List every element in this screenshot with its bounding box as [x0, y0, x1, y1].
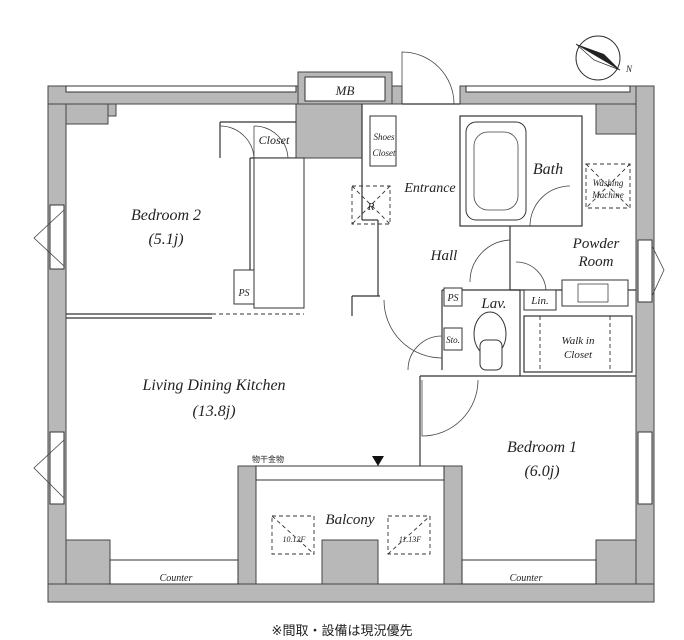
r-mark-label: R — [367, 201, 375, 213]
walkin-label-2: Closet — [564, 349, 593, 361]
bedroom1-size-label: (6.0j) — [524, 463, 559, 480]
sto-label: Sto. — [446, 335, 460, 345]
windows — [33, 85, 665, 505]
laundry-hardware-label: 物干金物 — [252, 454, 284, 464]
powder-label-2: Room — [578, 254, 614, 270]
footer-note: ※間取・設備は現況優先 — [271, 624, 413, 639]
lav-label: Lav. — [480, 296, 506, 312]
bedroom2-name-label: Bedroom 2 — [131, 207, 201, 224]
bath-label: Bath — [533, 161, 563, 178]
interior-walls — [66, 51, 636, 585]
bedroom1-name-label: Bedroom 1 — [507, 439, 577, 456]
balcony-label: Balcony — [325, 512, 374, 528]
bedroom2-size-label: (5.1j) — [148, 231, 183, 248]
washing-label-1: Washing — [593, 178, 624, 188]
counter-left-label: Counter — [160, 573, 193, 584]
balcony-unit-left-label: 10.12F — [283, 535, 306, 544]
hall-label: Hall — [430, 248, 458, 264]
shoes-closet-label-1: Shoes — [374, 132, 395, 142]
walkin-label-1: Walk in — [562, 335, 595, 347]
counter-right-label: Counter — [510, 573, 543, 584]
room-labels: Closet Shoes Closet R Entrance Bath Wash… — [131, 132, 624, 584]
balcony-unit-right-label: 11.13F — [399, 535, 421, 544]
shoes-closet-label-2: Closet — [372, 148, 396, 158]
entrance-label: Entrance — [403, 181, 455, 196]
powder-label-1: Powder — [572, 236, 620, 252]
ldk-name-label: Living Dining Kitchen — [141, 377, 285, 394]
compass-icon: N — [575, 35, 633, 81]
ps-label-bedroom2: PS — [237, 288, 249, 299]
closet-label: Closet — [259, 133, 290, 147]
washing-label-2: Machine — [591, 190, 624, 200]
lin-label: Lin. — [530, 295, 548, 307]
ps-label-lav: PS — [446, 293, 458, 304]
mb-label: MB — [335, 83, 355, 98]
mb-box: MB — [304, 76, 386, 102]
ldk-size-label: (13.8j) — [192, 403, 235, 420]
compass-north-label: N — [625, 64, 633, 74]
